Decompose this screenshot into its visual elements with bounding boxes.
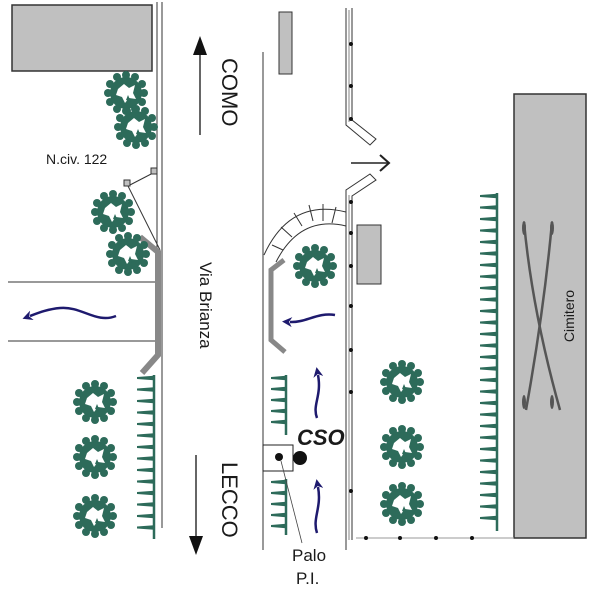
flow-arrow-icon bbox=[282, 313, 336, 328]
flow-arrow-icon bbox=[313, 479, 324, 534]
hedge-tooth bbox=[480, 412, 497, 417]
tree-icon bbox=[380, 425, 424, 469]
hedge-tooth bbox=[480, 481, 497, 486]
hedge-tooth bbox=[480, 469, 497, 475]
right-sidewalk bbox=[345, 8, 377, 550]
hedge-tooth bbox=[480, 343, 497, 348]
light-poles bbox=[349, 42, 353, 493]
tree-icon bbox=[114, 105, 158, 149]
hedge-tooth bbox=[271, 386, 286, 392]
hedge-tooth bbox=[271, 523, 286, 529]
hedge-tooth bbox=[480, 435, 497, 440]
hedge-icon bbox=[271, 375, 288, 435]
hedge-tooth bbox=[271, 501, 286, 507]
hedge-tooth bbox=[137, 490, 154, 496]
pole-label-line2: P.I. bbox=[296, 569, 319, 588]
tree-icon bbox=[380, 360, 424, 404]
hedge-tooth bbox=[137, 456, 154, 461]
hedge-tooth bbox=[137, 421, 154, 427]
hedge-tooth bbox=[137, 479, 154, 484]
hedge-tooth bbox=[271, 512, 286, 518]
hedge-tooth bbox=[480, 205, 497, 210]
road-name-label: Via Brianza bbox=[196, 262, 215, 349]
entrance-arrow-icon bbox=[351, 154, 391, 172]
flow-arrow-icon bbox=[22, 306, 117, 320]
hedge-tooth bbox=[480, 458, 497, 463]
hedge-tooth bbox=[480, 400, 497, 406]
cso-label: CSO bbox=[297, 425, 345, 450]
cemetery-label: Cimitero bbox=[561, 290, 577, 342]
hedge-tooth bbox=[137, 398, 154, 404]
hedge-tooth bbox=[480, 331, 497, 337]
hedge-tooth bbox=[480, 492, 497, 498]
pole-icon bbox=[262, 444, 303, 544]
gate-122 bbox=[123, 167, 161, 251]
hedge-tooth bbox=[137, 502, 154, 507]
tree-icon bbox=[73, 380, 117, 424]
hedge-tooth bbox=[271, 375, 286, 381]
hedge-tooth bbox=[480, 504, 497, 509]
tree-icon bbox=[73, 494, 117, 538]
hedge-tooth bbox=[480, 446, 497, 452]
hedge-tooth bbox=[480, 251, 497, 256]
side-street bbox=[8, 281, 157, 342]
hedge-tooth bbox=[480, 285, 497, 291]
hedge-icon bbox=[480, 193, 499, 531]
hedge-tooth bbox=[137, 525, 154, 530]
hedge-tooth bbox=[480, 366, 497, 371]
cemetery-building bbox=[513, 93, 587, 539]
hedge-tooth bbox=[271, 490, 286, 496]
hedge-tooth bbox=[480, 262, 497, 268]
hedge-tooth bbox=[137, 444, 154, 450]
hedge-tooth bbox=[137, 410, 154, 415]
tree-icon bbox=[91, 190, 135, 234]
hedge-tooth bbox=[271, 397, 286, 403]
hedge-tooth bbox=[137, 375, 154, 381]
hedge-tooth bbox=[480, 228, 497, 233]
hedge-tooth bbox=[271, 419, 286, 425]
hedge-tooth bbox=[480, 389, 497, 394]
left-road-edge bbox=[156, 2, 163, 528]
hedge-tooth bbox=[480, 239, 497, 245]
direction-arrow-south-icon bbox=[189, 455, 203, 555]
tree-icon bbox=[73, 435, 117, 479]
direction-north-label: COMO bbox=[217, 58, 242, 126]
hedge-tooth bbox=[480, 274, 497, 279]
hedge-icon bbox=[271, 479, 288, 535]
hedge-tooth bbox=[480, 193, 497, 199]
hedge-tooth bbox=[137, 513, 154, 519]
cemetery-cross-icon bbox=[522, 221, 562, 411]
left-barrier bbox=[138, 234, 161, 375]
island-barrier bbox=[268, 258, 287, 354]
cso-point-icon bbox=[293, 451, 307, 465]
hedge-tooth bbox=[480, 423, 497, 429]
building-small-top bbox=[278, 11, 293, 75]
hedge-tooth bbox=[480, 297, 497, 302]
house-number-label: N.civ. 122 bbox=[46, 151, 107, 167]
direction-south-label: LECCO bbox=[217, 462, 242, 538]
tree-icon bbox=[380, 482, 424, 526]
hedge-tooth bbox=[271, 408, 286, 414]
hedge-tooth bbox=[480, 308, 497, 314]
hedge-tooth bbox=[480, 320, 497, 325]
building-top-left bbox=[11, 4, 153, 72]
flow-arrow-icon bbox=[313, 367, 324, 419]
direction-arrow-north-icon bbox=[193, 36, 207, 135]
hedge-tooth bbox=[480, 354, 497, 360]
building-island-right bbox=[356, 224, 382, 285]
hedge-tooth bbox=[480, 377, 497, 383]
hedge-icon bbox=[137, 375, 156, 539]
bottom-fence bbox=[356, 536, 514, 540]
hedge-tooth bbox=[137, 387, 154, 392]
hedge-tooth bbox=[480, 216, 497, 222]
hedge-tooth bbox=[137, 433, 154, 438]
tree-icon bbox=[293, 244, 337, 288]
island-arch bbox=[263, 204, 347, 263]
hedge-tooth bbox=[137, 467, 154, 473]
pole-label-line1: Palo bbox=[292, 546, 326, 565]
hedge-tooth bbox=[480, 515, 497, 521]
hedge-tooth bbox=[271, 479, 286, 485]
